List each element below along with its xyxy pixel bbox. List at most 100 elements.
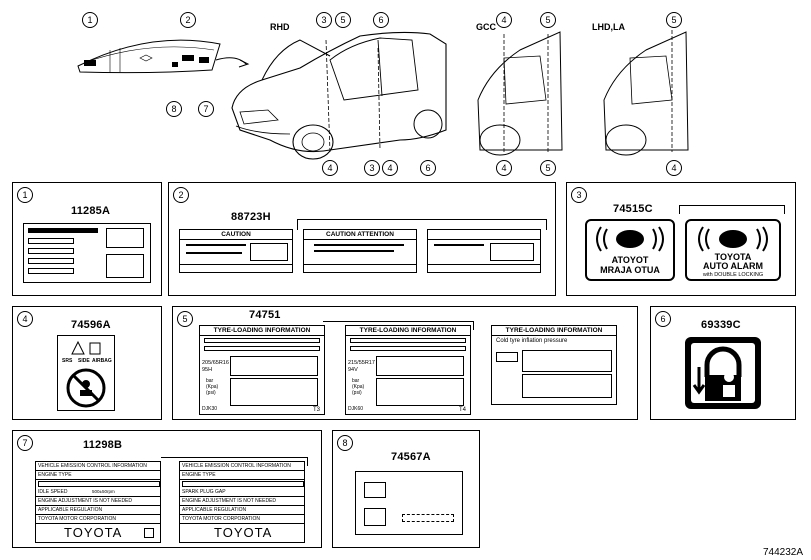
hood-underside-drawing (77, 30, 689, 160)
label-88723h-a: CAUTION (179, 229, 293, 273)
label-88723h-b: CAUTION ATTENTION (303, 229, 417, 273)
callout-1-top: 1 (82, 12, 98, 28)
callout-7-top: 7 (198, 101, 214, 117)
market-rhd: RHD (270, 22, 290, 32)
part-11298b: 11298B (83, 439, 123, 451)
bracket-11298b (161, 457, 308, 466)
part-74567a: 74567A (391, 451, 431, 463)
panel-8-number: 8 (337, 435, 353, 451)
part-74515c: 74515C (613, 203, 653, 215)
panel-2: 2 88723H CAUTION CAUTION ATTENTION (168, 182, 556, 296)
alarm-subtitle: with DOUBLE LOCKING (702, 272, 764, 278)
tyre-title-1: TYRE-LOADING INFORMATION (200, 326, 324, 336)
emission-a-corp: TOYOTA MOTOR CORPORATION (38, 516, 116, 522)
market-gcc: GCC (476, 22, 496, 32)
panel-8: 8 74567A (332, 430, 480, 548)
panel-2-number: 2 (173, 187, 189, 203)
callout-4-gcc-bottom: 4 (496, 160, 512, 176)
hood-label-7 (199, 57, 209, 63)
callout-5-lhd-top: 5 (666, 12, 682, 28)
no-child-seat-icon (66, 368, 106, 408)
callout-4-rhd-bottom: 4 (322, 160, 338, 176)
emission-a-idle: IDLE SPEED (38, 489, 68, 495)
emission-b-brand: TOYOTA (214, 525, 273, 540)
emission-label-b: VEHICLE EMISSION CONTROL INFORMATION ENG… (179, 461, 305, 543)
emission-a-engine: ENGINE TYPE (38, 472, 72, 478)
panel-6: 6 69339C (650, 306, 796, 420)
tyre-unit-1: bar (Kpa) (psi) (206, 378, 219, 396)
tyre-label-3: TYRE-LOADING INFORMATION Cold tyre infla… (491, 325, 617, 405)
panel-3: 3 74515C ATOYOT MRAJA OTUA TOYOTA AUTO A… (566, 182, 796, 296)
caution-header: CAUTION (180, 230, 292, 240)
label-11285a (23, 223, 151, 283)
srs-text: SRS (62, 358, 73, 364)
panel-3-number: 3 (571, 187, 587, 203)
cold-pressure-text: Cold tyre inflation pressure (496, 338, 568, 344)
emission-a-brand: TOYOTA (64, 525, 123, 540)
panel-7-number: 7 (17, 435, 33, 451)
bracket-74515c (679, 205, 785, 214)
label-74515c-mirrored: ATOYOT MRAJA OTUA (585, 219, 675, 281)
callout-5-gcc-top: 5 (540, 12, 556, 28)
panel-7: 7 11298B VEHICLE EMISSION CONTROL INFORM… (12, 430, 322, 548)
panel-5-number: 5 (177, 311, 193, 327)
bracket-74751 (323, 321, 474, 330)
part-74596a: 74596A (71, 319, 111, 331)
side-text: SIDE (78, 358, 90, 364)
callout-4-rhd-bottom-2: 4 (382, 160, 398, 176)
panel-4: 4 74596A SRS SIDE AIRBAG (12, 306, 162, 420)
panel-5: 5 74751 TYRE-LOADING INFORMATION 205/65R… (172, 306, 638, 420)
tyre-size-1: 205/65R16 95H (202, 360, 229, 373)
child-lock-icon (692, 346, 742, 401)
emission-b-corp: TOYOTA MOTOR CORPORATION (182, 516, 260, 522)
tyre-unit-2: bar (Kpa) (psi) (352, 378, 365, 396)
emission-b-engine: ENGINE TYPE (182, 472, 216, 478)
panel-6-number: 6 (655, 311, 671, 327)
tyre-code-1: DJK30 (202, 406, 218, 412)
emission-a-title: VEHICLE EMISSION CONTROL INFORMATION (38, 463, 147, 469)
part-74751: 74751 (249, 309, 281, 321)
label-74567a (355, 471, 463, 535)
hood-label-1 (84, 60, 96, 66)
callout-6-bottom: 6 (420, 160, 436, 176)
emission-b-spark: SPARK PLUG GAP (182, 489, 226, 495)
market-lhd-la: LHD,LA (592, 22, 625, 32)
emission-label-a: VEHICLE EMISSION CONTROL INFORMATION ENG… (35, 461, 161, 543)
emission-a-reg: APPLICABLE REGULATION (38, 507, 103, 513)
panel-1-number: 1 (17, 187, 33, 203)
bracket-88723h (297, 219, 547, 230)
label-74515c-alarm: TOYOTA AUTO ALARM with DOUBLE LOCKING (685, 219, 781, 281)
emission-a-adjust: ENGINE ADJUSTMENT IS NOT NEEDED (38, 498, 132, 504)
tyre-title-3: TYRE-LOADING INFORMATION (492, 326, 616, 336)
part-11285a: 11285A (71, 205, 111, 217)
tyre-label-1: TYRE-LOADING INFORMATION 205/65R16 95H b… (199, 325, 325, 415)
tyre-tag-t4: T4 (459, 407, 467, 413)
panel-1: 1 11285A (12, 182, 162, 296)
emission-a-idle-value: 500±50rpm (92, 489, 115, 494)
callout-4-gcc-top: 4 (496, 12, 512, 28)
callout-5-rhd: 5 (335, 12, 351, 28)
callout-4-lhd-bottom: 4 (666, 160, 682, 176)
callout-3-top: 3 (316, 12, 332, 28)
emission-b-reg: APPLICABLE REGULATION (182, 507, 247, 513)
emission-b-title: VEHICLE EMISSION CONTROL INFORMATION (182, 463, 291, 469)
callout-3-bottom: 3 (364, 160, 380, 176)
hood-label-2 (182, 55, 194, 61)
emission-b-adjust: ENGINE ADJUSTMENT IS NOT NEEDED (182, 498, 276, 504)
callout-6-top: 6 (373, 12, 389, 28)
tyre-tag-t3: T3 (313, 407, 321, 413)
part-69339c: 69339C (701, 319, 741, 331)
tyre-size-2: 215/55R17 94V (348, 360, 375, 373)
tyre-label-2: TYRE-LOADING INFORMATION 215/55R17 94V b… (345, 325, 471, 415)
panel-4-number: 4 (17, 311, 33, 327)
label-74596a: SRS SIDE AIRBAG (57, 335, 115, 411)
callout-8-top: 8 (166, 101, 182, 117)
alarm-title: TOYOTA AUTO ALARM (703, 252, 763, 271)
tyre-code-2: DJK60 (348, 406, 364, 412)
child-lock-label (685, 337, 761, 409)
tyre-title-2: TYRE-LOADING INFORMATION (346, 326, 470, 336)
hood-label-8 (172, 62, 178, 67)
figure-code: 744232A (762, 547, 803, 558)
airbag-text: AIRBAG (92, 358, 112, 364)
callout-5-gcc-bottom: 5 (540, 160, 556, 176)
